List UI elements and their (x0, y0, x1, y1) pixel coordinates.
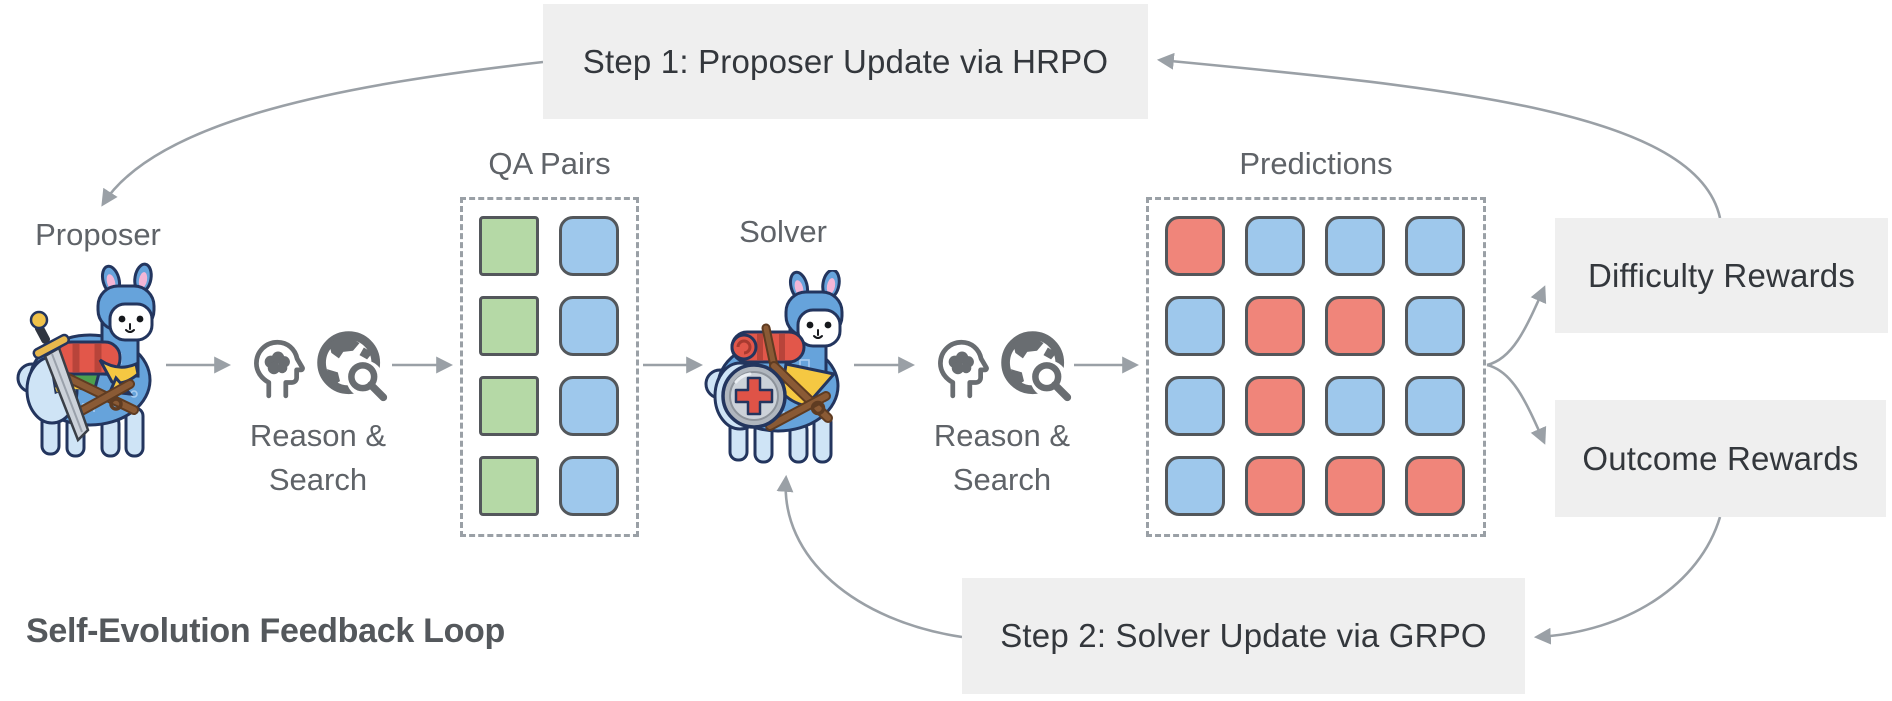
answer-cell (559, 296, 619, 356)
step2-box-label: Step 2: Solver Update via GRPO (1000, 617, 1487, 654)
arrow-difficulty-to-step1 (1156, 52, 1722, 219)
diagram-title: Self-Evolution Feedback Loop (26, 612, 505, 650)
solver-llama-illustration (704, 270, 844, 464)
answer-cell (559, 216, 619, 276)
predictions-label: Predictions (1239, 146, 1393, 181)
correct-cell (1245, 216, 1305, 276)
correct-cell (1325, 216, 1385, 276)
question-cell (479, 376, 539, 436)
outcome-rewards-box: Outcome Rewards (1555, 400, 1886, 517)
correct-cell (1165, 376, 1225, 436)
answer-cell (559, 456, 619, 516)
predictions-box (1146, 197, 1486, 537)
incorrect-cell (1325, 456, 1385, 516)
step2-box: Step 2: Solver Update via GRPO (962, 578, 1525, 694)
solver-label: Solver (739, 214, 827, 249)
correct-cell (1165, 456, 1225, 516)
question-cell (479, 456, 539, 516)
proposer-llama-illustration (16, 262, 156, 458)
reason-search-group-solver: Reason & Search (918, 328, 1086, 502)
reason-search-label-line2: Search (268, 462, 368, 497)
answer-cell (559, 376, 619, 436)
arrow-predictions-to-outcome (1486, 363, 1547, 445)
psychology-head-icon (254, 339, 305, 399)
reason-search-label-line1: Reason & (933, 418, 1071, 453)
predictions-grid (1149, 200, 1483, 532)
correct-cell (1325, 376, 1385, 436)
correct-cell (1405, 216, 1465, 276)
incorrect-cell (1405, 456, 1465, 516)
difficulty-rewards-box: Difficulty Rewards (1555, 218, 1888, 333)
reason-search-group-proposer: Reason & Search (234, 328, 402, 502)
psychology-head-icon (938, 339, 989, 399)
qa-pairs-box (460, 197, 639, 537)
qa-pairs-grid (463, 200, 636, 532)
correct-cell (1165, 296, 1225, 356)
arrow-outcome-to-step2 (1533, 516, 1722, 645)
arrow-predictions-to-difficulty (1486, 285, 1547, 367)
proposer-label: Proposer (35, 217, 161, 252)
difficulty-rewards-label: Difficulty Rewards (1587, 256, 1856, 294)
outcome-rewards-label: Outcome Rewards (1582, 439, 1859, 477)
reason-search-label-line1: Reason & (249, 418, 387, 453)
reason-search-label-line2: Search (952, 462, 1052, 497)
correct-cell (1405, 376, 1465, 436)
incorrect-cell (1245, 456, 1305, 516)
sword-icon (29, 310, 90, 443)
incorrect-cell (1245, 296, 1305, 356)
globe-search-icon (317, 331, 388, 402)
incorrect-cell (1325, 296, 1385, 356)
arrow-step1-to-proposer (101, 60, 544, 207)
incorrect-cell (1165, 216, 1225, 276)
incorrect-cell (1245, 376, 1305, 436)
step1-box-label: Step 1: Proposer Update via HRPO (582, 42, 1109, 80)
question-cell (479, 216, 539, 276)
question-cell (479, 296, 539, 356)
correct-cell (1405, 296, 1465, 356)
step1-box: Step 1: Proposer Update via HRPO (543, 4, 1148, 119)
globe-search-icon (1001, 331, 1072, 402)
shield-icon (721, 363, 787, 429)
qa-pairs-label: QA Pairs (488, 146, 611, 181)
